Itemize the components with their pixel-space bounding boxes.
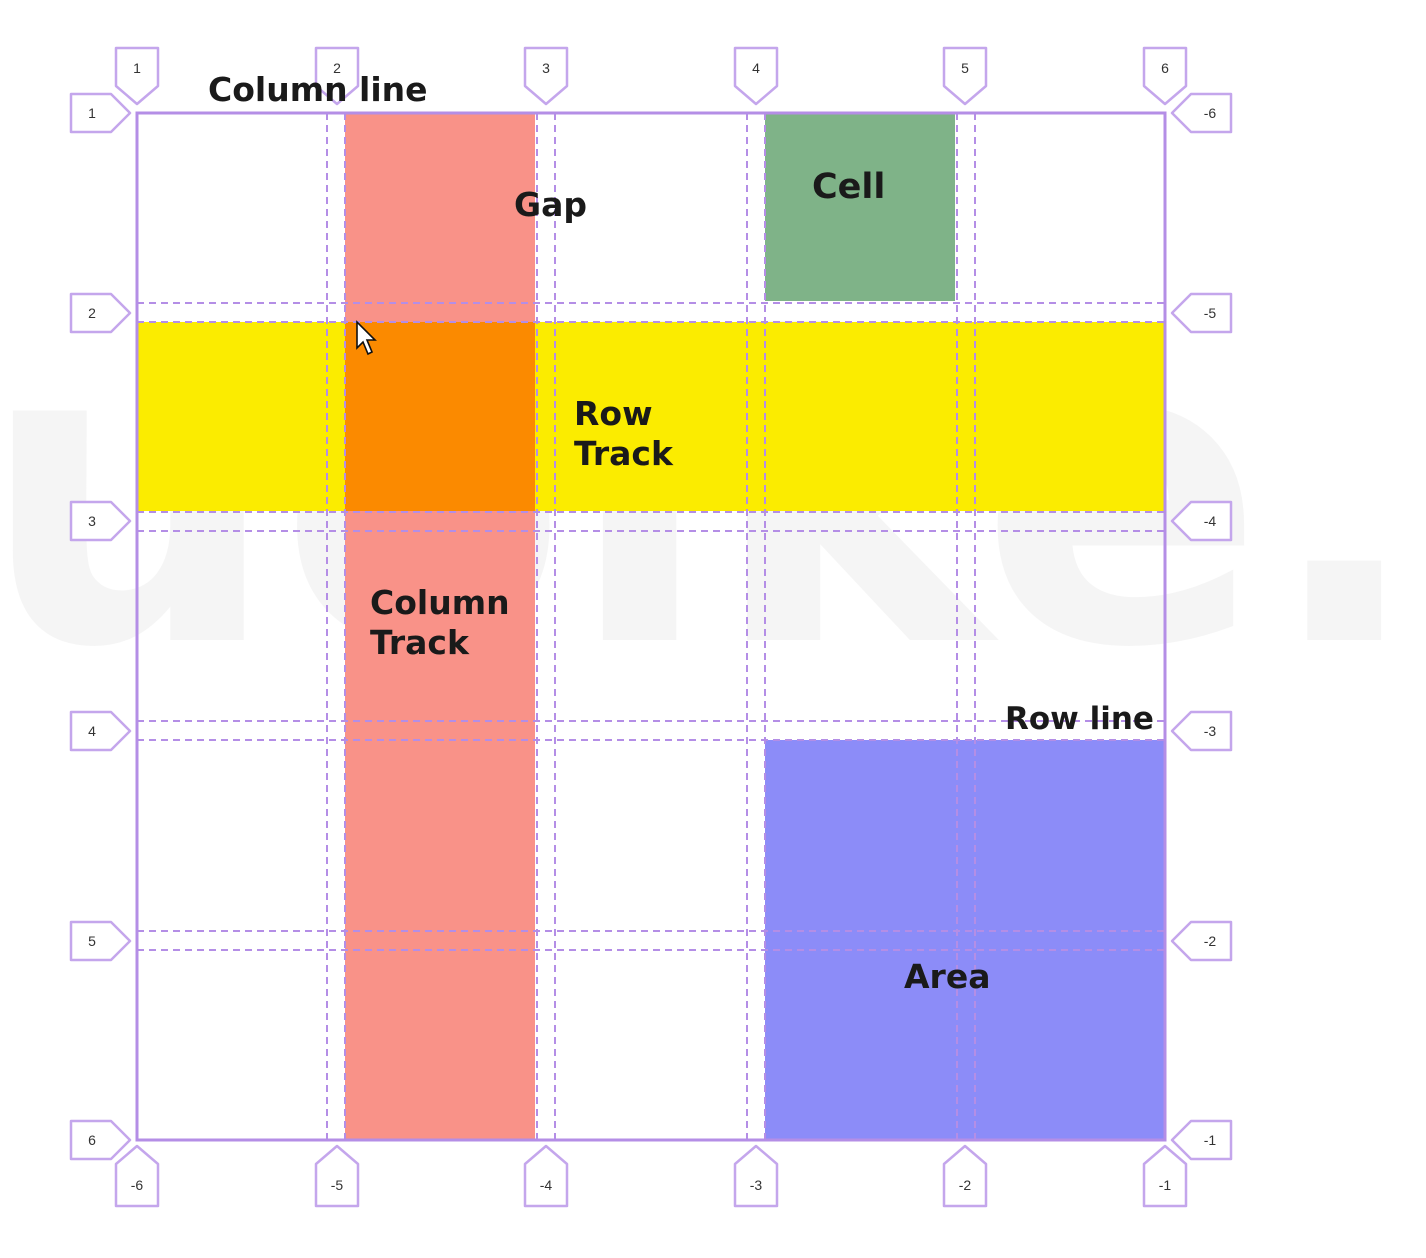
- column-line-number-bottom-5-text: -2: [959, 1177, 972, 1193]
- cell-fill: [765, 113, 955, 301]
- row-track-label-line1: Row: [574, 394, 653, 433]
- row-line-number-left-1-text: 1: [88, 105, 96, 121]
- row-line-number-right-6-text: -1: [1204, 1132, 1217, 1148]
- line-number-badges: 1 2 3 4 5 6 -6 -5 -4 -3 -2 -1 1 2 3 4 5 6 -6 -5 -4 -3 -2 -1: [69, 46, 1233, 1208]
- row-line-number-left-2: 2: [69, 292, 132, 334]
- column-line-number-bottom-5: -2: [942, 1144, 988, 1208]
- row-line-number-right-6: -1: [1170, 1119, 1233, 1161]
- column-line-number-top-4: 4: [733, 46, 779, 106]
- column-line-number-bottom-1: -6: [114, 1144, 160, 1208]
- column-track-label-line2: Track: [370, 623, 470, 662]
- column-line-number-top-5-text: 5: [961, 60, 969, 76]
- column-line-number-bottom-1-text: -6: [131, 1177, 144, 1193]
- cursor-arrow-icon: [356, 320, 377, 356]
- row-track-label-line2: Track: [574, 434, 674, 473]
- column-line-label: Column line: [208, 70, 428, 109]
- row-line-label: Row line: [1005, 701, 1154, 737]
- row-line-number-left-4: 4: [69, 710, 132, 752]
- row-track-fill: [137, 322, 1165, 511]
- row-line-number-right-4-text: -3: [1204, 723, 1217, 739]
- column-track-label-line1: Column: [370, 583, 510, 622]
- column-line-number-bottom-6: -1: [1142, 1144, 1188, 1208]
- column-line-number-bottom-2: -5: [314, 1144, 360, 1208]
- column-line-number-top-6-text: 6: [1161, 60, 1169, 76]
- row-line-number-left-6-text: 6: [88, 1132, 96, 1148]
- row-line-number-right-4: -3: [1170, 710, 1233, 752]
- gap-label: Gap: [514, 185, 587, 224]
- row-line-number-right-3: -4: [1170, 500, 1233, 542]
- row-line-number-right-2-text: -5: [1204, 305, 1217, 321]
- column-line-number-top-1: 1: [114, 46, 160, 106]
- area-label: Area: [904, 957, 990, 996]
- row-line-number-left-1: 1: [69, 92, 132, 134]
- row-line-number-right-5-text: -2: [1204, 933, 1217, 949]
- row-line-number-left-5: 5: [69, 920, 132, 962]
- column-line-number-top-6: 6: [1142, 46, 1188, 106]
- column-line-number-top-2-text: 2: [333, 60, 341, 76]
- row-line-number-left-2-text: 2: [88, 305, 96, 321]
- row-line-number-left-3: 3: [69, 500, 132, 542]
- row-line-number-right-5: -2: [1170, 920, 1233, 962]
- column-line-number-bottom-6-text: -1: [1159, 1177, 1172, 1193]
- column-line-number-bottom-2-text: -5: [331, 1177, 344, 1193]
- track-intersection: [345, 322, 535, 511]
- column-line-number-top-3-text: 3: [542, 60, 550, 76]
- row-line-number-left-5-text: 5: [88, 933, 96, 949]
- gap-lines: [137, 113, 1165, 1140]
- column-line-number-top-2: 2: [314, 46, 360, 106]
- row-line-number-left-6: 6: [69, 1119, 132, 1161]
- column-track-fill: [345, 113, 535, 1140]
- area-fill: [765, 740, 1165, 1140]
- column-line-number-top-1-text: 1: [133, 60, 141, 76]
- row-line-number-left-4-text: 4: [88, 723, 96, 739]
- column-line-number-bottom-3-text: -4: [540, 1177, 553, 1193]
- column-line-number-top-5: 5: [942, 46, 988, 106]
- column-line-number-bottom-3: -4: [523, 1144, 569, 1208]
- cell-label: Cell: [812, 167, 885, 207]
- column-line-number-top-3: 3: [523, 46, 569, 106]
- column-line-number-bottom-4-text: -3: [750, 1177, 763, 1193]
- row-line-number-right-3-text: -4: [1204, 513, 1217, 529]
- row-line-number-right-2: -5: [1170, 292, 1233, 334]
- column-line-number-top-4-text: 4: [752, 60, 760, 76]
- row-line-number-right-1-text: -6: [1204, 105, 1217, 121]
- column-line-number-bottom-4: -3: [733, 1144, 779, 1208]
- grid-container-frame: [135, 111, 1167, 1142]
- row-line-number-right-1: -6: [1170, 92, 1233, 134]
- row-line-number-left-3-text: 3: [88, 513, 96, 529]
